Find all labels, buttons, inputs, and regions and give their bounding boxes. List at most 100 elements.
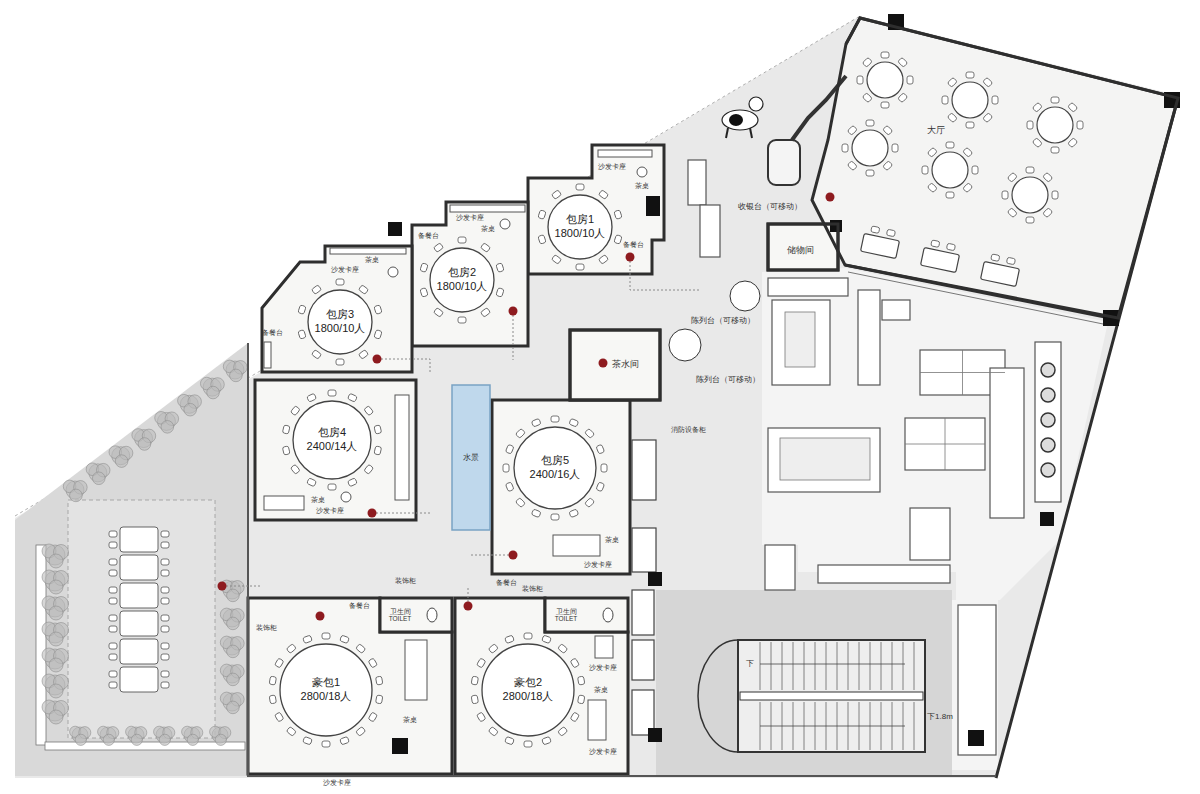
tree <box>220 608 244 630</box>
dog-patch <box>729 114 743 126</box>
chair <box>866 170 874 176</box>
plan-label: 下 <box>746 659 754 669</box>
chair <box>109 531 117 537</box>
chair <box>434 308 444 318</box>
route-dot <box>599 359 608 368</box>
stair-step <box>771 642 772 690</box>
chair <box>599 255 609 265</box>
room-area: 储物间 <box>768 224 838 270</box>
banquet-table <box>120 527 158 552</box>
route-line <box>513 311 514 360</box>
burner <box>1041 363 1055 377</box>
tree <box>220 692 244 714</box>
site-boundary <box>15 16 860 516</box>
chair <box>109 682 117 688</box>
equipment-line <box>920 372 1005 373</box>
chair <box>109 615 117 621</box>
chair <box>907 76 913 84</box>
chair <box>927 147 937 157</box>
chair <box>972 166 978 174</box>
tree-canopy <box>49 710 63 724</box>
chair <box>420 263 428 272</box>
kitchen-sink <box>785 312 815 367</box>
room-name: 卫生间 TOILET <box>384 608 416 623</box>
stair-frame <box>738 640 925 752</box>
garden-patio <box>68 500 215 738</box>
tree <box>86 463 110 485</box>
tree <box>70 726 91 745</box>
chair <box>505 737 515 745</box>
plan-label: 装饰柜 <box>522 585 543 593</box>
chair <box>1032 102 1042 112</box>
tree-canopy <box>159 734 170 745</box>
chair <box>570 658 579 668</box>
cashier-counter <box>700 205 720 257</box>
room-boundary <box>380 598 452 632</box>
stair-hall <box>656 590 952 776</box>
chair <box>922 166 928 174</box>
room-boundary <box>570 330 660 400</box>
stair-step <box>804 642 805 690</box>
banquet-table <box>120 583 158 608</box>
stair-step <box>870 642 871 690</box>
chair <box>477 658 486 668</box>
chair <box>458 237 466 243</box>
chair <box>109 559 117 565</box>
dining-table: 包房42400/14人 <box>292 400 372 480</box>
route-dot <box>826 193 835 202</box>
stair-step <box>815 642 816 690</box>
booth-table <box>981 253 1022 287</box>
booth-table <box>861 225 902 259</box>
tree-canopy <box>184 403 197 416</box>
dining-table: 包房52400/16人 <box>513 426 597 510</box>
route-line <box>470 555 513 556</box>
chair <box>946 142 954 148</box>
room-outline <box>812 18 1178 318</box>
garden-area <box>15 343 248 776</box>
chair <box>347 478 357 487</box>
route-dot <box>316 612 325 621</box>
plan-label: 沙发卡座 <box>456 214 484 222</box>
sofa <box>264 496 304 510</box>
tea-table <box>388 267 398 277</box>
plan-label: 沙发卡座 <box>584 561 612 569</box>
tree-canopy <box>49 606 63 620</box>
tea-table <box>500 219 510 229</box>
tree-canopy <box>227 617 240 630</box>
route-line <box>222 586 262 587</box>
chair <box>312 350 322 360</box>
tree-canopy <box>138 438 151 451</box>
chair <box>161 598 169 604</box>
tree-canopy <box>227 673 240 686</box>
burner <box>1041 413 1055 427</box>
chair <box>336 359 344 365</box>
chair <box>481 243 491 253</box>
chair <box>109 587 117 593</box>
chair <box>307 478 317 487</box>
room-area: 水景 <box>452 385 490 530</box>
hall-floor <box>812 18 1178 318</box>
marker-layer <box>218 14 1181 746</box>
room-name: 包房4 <box>318 426 346 440</box>
burner <box>1041 463 1055 477</box>
chair <box>161 542 169 548</box>
chair <box>862 57 872 67</box>
chair <box>558 644 568 654</box>
sideboard <box>395 395 409 500</box>
capacity: 1800/10人 <box>555 227 606 241</box>
plan-label: 茶桌 <box>481 225 495 233</box>
sofa <box>598 150 652 157</box>
tree-canopy <box>227 645 240 658</box>
tree-canopy <box>115 455 128 468</box>
chair <box>551 416 559 422</box>
stair-step <box>892 642 893 690</box>
tree <box>42 570 69 594</box>
burner <box>1041 438 1055 452</box>
stair-step <box>903 642 904 690</box>
tea-table <box>341 492 351 502</box>
chair <box>866 120 874 126</box>
tree <box>63 480 87 502</box>
tree <box>210 726 231 745</box>
chair <box>303 737 313 745</box>
room-name: 包房1 <box>566 213 594 227</box>
